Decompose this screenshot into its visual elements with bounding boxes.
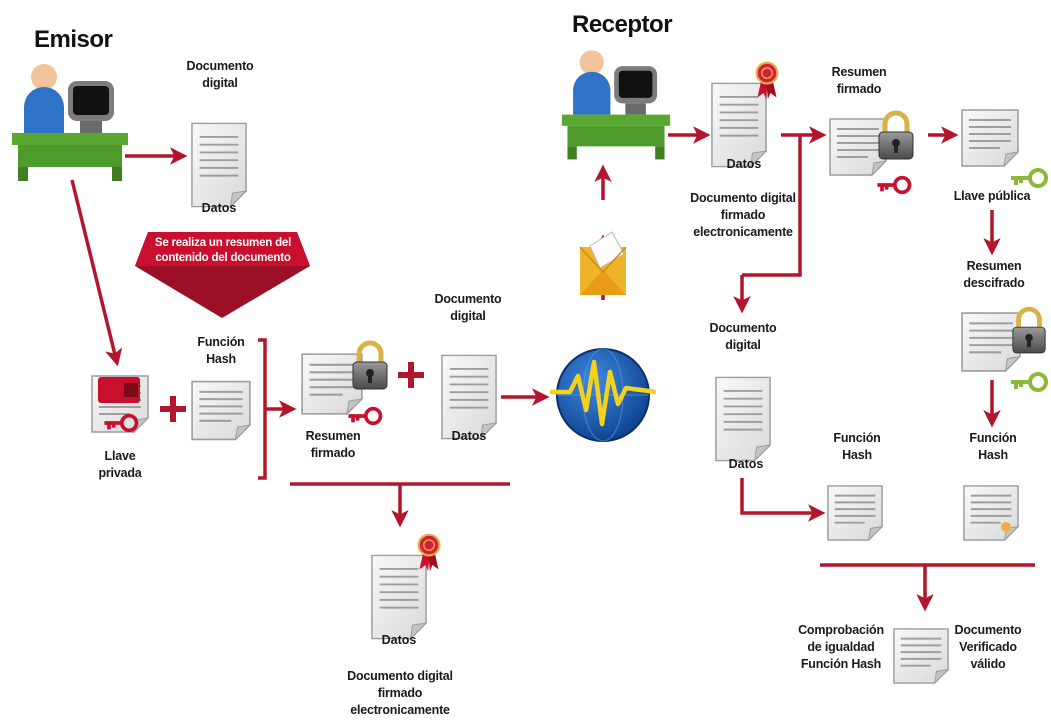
document-icon — [440, 354, 498, 440]
doc-digital-label: Documento digital — [434, 292, 502, 323]
emisor-computer-user-icon — [12, 64, 128, 181]
datos-label: Datos — [382, 633, 417, 647]
lock-icon — [1013, 309, 1045, 353]
key-icon — [1009, 168, 1048, 188]
usb-key-detail — [124, 383, 138, 397]
lock-icon — [879, 113, 913, 159]
hash-document-icon — [190, 380, 252, 441]
signed-doc-label: Documento digital firmado electronicamen… — [690, 191, 796, 239]
key-icon — [346, 406, 383, 426]
funcion-hash-label: Función Hash — [969, 431, 1017, 462]
decrypted-summary-document-icon — [960, 311, 1022, 373]
lock-icon — [353, 343, 387, 389]
key-icon — [875, 175, 912, 195]
datos-label: Datos — [202, 201, 237, 215]
signed-summary-document-icon — [828, 117, 888, 177]
funcion-hash-label: Función Hash — [833, 431, 881, 462]
hash-document-icon — [826, 484, 884, 542]
arrow-doc-to-hash-a — [740, 478, 826, 522]
resumen-firmado-label: Resumen firmado — [831, 65, 887, 96]
comprobacion-label: Comprobación de igualdad Función Hash — [798, 623, 884, 671]
plus-icon — [408, 362, 414, 388]
plus-icons — [160, 362, 424, 422]
signed-document-icon — [370, 554, 428, 640]
summary-banner-text: Se realiza un resumen del contenido del … — [154, 237, 292, 264]
seal-icon — [417, 533, 441, 572]
datos-label: Datos — [452, 429, 487, 443]
llave-publica-label: Llave pública — [953, 189, 1031, 203]
doc-digital-label: Documento digital — [709, 321, 777, 352]
envelope-icon — [579, 231, 627, 295]
public-key-document-icon — [960, 108, 1020, 168]
doc-digital-label: Documento digital — [186, 59, 254, 90]
flow-arrows — [70, 126, 1035, 612]
llave-privada-label: Llave privada — [98, 449, 142, 480]
hash-document-icon — [962, 484, 1020, 542]
signed-doc-label: Documento digital firmado electronicamen… — [347, 669, 453, 717]
resumen-descifrado-label: Resumen descifrado — [963, 259, 1025, 290]
connector-to-doc-digital — [742, 135, 802, 277]
receptor-computer-user-icon — [561, 50, 671, 160]
datos-label: Datos — [727, 157, 762, 171]
emisor-title: Emisor — [34, 26, 113, 53]
seal-icon — [755, 61, 779, 100]
doc-verificado-label: Documento Verificado válido — [954, 623, 1022, 671]
key-icon — [1009, 372, 1048, 392]
document-icon — [190, 122, 248, 208]
plus-icon — [170, 396, 176, 422]
summary-banner — [135, 232, 310, 318]
document-icon — [714, 376, 772, 462]
verification-document-icon — [892, 627, 950, 685]
funcion-hash-label: Función Hash — [197, 335, 245, 366]
seal-icon — [1001, 522, 1011, 532]
receptor-title: Receptor — [572, 11, 673, 38]
arrow-emisor-to-key — [70, 179, 123, 367]
bracket-hash — [258, 338, 267, 480]
resumen-firmado-label: Resumen firmado — [305, 429, 361, 460]
datos-label: Datos — [729, 457, 764, 471]
globe-signal-icon — [550, 348, 657, 442]
